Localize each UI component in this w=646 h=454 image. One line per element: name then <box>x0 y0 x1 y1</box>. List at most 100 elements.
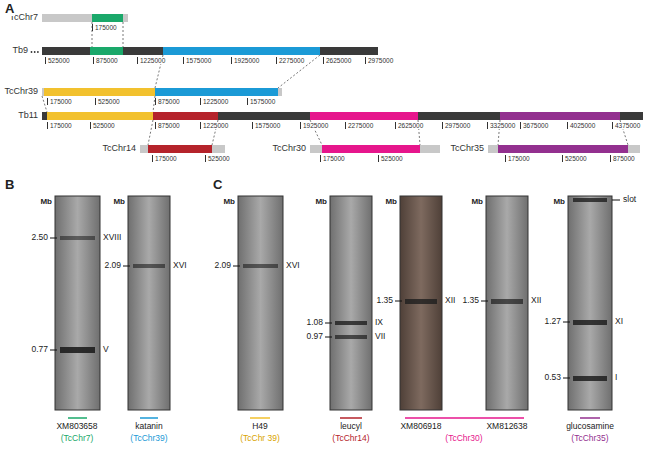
probe-name: XM812638 <box>485 422 528 431</box>
coordinate-tick: 875000 <box>155 98 181 105</box>
size-marker: 2.50 <box>30 233 49 242</box>
unit-label: Mb <box>552 198 566 207</box>
band-chromosome: XI <box>614 317 624 326</box>
chromosome-bar: TcChr14 <box>140 145 225 153</box>
synteny-block <box>498 145 628 153</box>
synteny-block <box>90 47 123 55</box>
chromosome-name: Tb11 <box>18 110 38 121</box>
synteny-block <box>155 88 278 96</box>
coordinate-tick: 2275000 <box>345 122 374 129</box>
band-chromosome: XII <box>530 296 542 305</box>
coordinate-tick: 175000 <box>505 155 531 162</box>
probe-name: katanin <box>134 422 163 431</box>
synteny-block <box>163 47 320 55</box>
probe-name: glucosamine <box>565 422 615 431</box>
coordinate-tick: 2625000 <box>323 57 352 64</box>
coordinate-tick: 2275000 <box>276 57 305 64</box>
coordinate-tick: 175000 <box>47 122 73 129</box>
size-marker: 1.35 <box>461 296 480 305</box>
band-chromosome: V <box>102 345 110 354</box>
chromosome-name: TcChr14 <box>102 143 136 154</box>
probe-name: leucyl <box>339 422 363 431</box>
coordinate-tick: 525000 <box>205 155 231 162</box>
band-chromosome: VII <box>374 332 386 341</box>
panel-letter: A <box>4 2 15 16</box>
chromosome-name: TcChr35 <box>450 143 484 154</box>
unit-label: Mb <box>470 198 484 207</box>
probe-name: slot <box>622 195 637 204</box>
synteny-block <box>153 112 218 120</box>
size-marker: 2.09 <box>213 261 232 270</box>
synteny-block <box>322 145 420 153</box>
unit-label: Mb <box>39 198 53 207</box>
synteny-block <box>148 145 212 153</box>
coordinate-tick: 4375000 <box>612 122 641 129</box>
probe-name: (TcChr7) <box>60 434 95 443</box>
synteny-line <box>148 120 153 145</box>
coordinate-tick: 875000 <box>610 155 636 162</box>
coordinate-tick: 3325000 <box>487 122 516 129</box>
coordinate-tick: 2975000 <box>365 57 394 64</box>
coordinate-tick: 1575000 <box>247 98 276 105</box>
probe-name: (TcChr 39) <box>239 434 281 443</box>
coordinate-tick: 1575000 <box>252 122 281 129</box>
probe-name: H49 <box>251 422 269 431</box>
size-marker: 1.27 <box>543 317 562 326</box>
coordinate-tick: 525000 <box>90 122 116 129</box>
coordinate-tick: 525000 <box>95 98 121 105</box>
synteny-block <box>500 112 620 120</box>
band-chromosome: XVIII <box>102 233 122 242</box>
probe-name: (TcChr30) <box>444 434 483 443</box>
coordinate-tick: 2975000 <box>442 122 471 129</box>
synteny-block <box>310 112 418 120</box>
coordinate-tick: 875000 <box>93 57 119 64</box>
chromosome-name: Tb9 <box>12 45 28 56</box>
band-chromosome: XVI <box>285 261 301 270</box>
coordinate-tick: 175000 <box>92 24 118 31</box>
chromosome-name: TcChr30 <box>272 143 306 154</box>
size-marker: 0.53 <box>543 373 562 382</box>
blot-strip <box>55 196 612 410</box>
chromosome-bar: TcChr39 <box>42 88 282 96</box>
panel-letter: C <box>212 178 223 192</box>
coordinate-tick: 1225000 <box>200 98 229 105</box>
coordinate-tick: 1575000 <box>183 57 212 64</box>
coordinate-tick: 2625000 <box>395 122 424 129</box>
synteny-block <box>47 112 153 120</box>
band-chromosome: XVI <box>172 261 188 270</box>
chromosome-bar: Tb11 <box>42 112 643 120</box>
chromosome-bar: TcChr7 <box>42 14 128 22</box>
unit-label: Mb <box>384 198 398 207</box>
probe-name: XM803658 <box>55 422 98 431</box>
coordinate-tick: 525000 <box>45 57 71 64</box>
size-marker: 2.09 <box>103 261 122 270</box>
blot-band <box>60 198 607 381</box>
synteny-block <box>44 88 155 96</box>
size-marker: 1.35 <box>375 296 394 305</box>
size-marker: 0.97 <box>305 332 324 341</box>
size-marker-dash <box>50 200 620 378</box>
coordinate-tick: 175000 <box>320 155 346 162</box>
chromosome-bar: TcChr35 <box>488 145 640 153</box>
unit-label: Mb <box>112 198 126 207</box>
panel-letter: B <box>4 178 15 192</box>
band-chromosome: IX <box>374 318 384 327</box>
probe-name: (TcChr35) <box>570 434 609 443</box>
band-chromosome: XII <box>444 296 456 305</box>
coordinate-tick: 4025000 <box>567 122 596 129</box>
probe-name: (TcChr14) <box>331 434 370 443</box>
chromosome-bar: TcChr30 <box>310 145 440 153</box>
continuation-dots <box>30 47 40 55</box>
chromosome-bar: Tb9 <box>42 47 378 55</box>
unit-label: Mb <box>222 198 236 207</box>
coordinate-tick: 1925000 <box>231 57 260 64</box>
size-marker: 0.77 <box>30 345 49 354</box>
probe-name: (TcChr39) <box>129 434 168 443</box>
coordinate-tick: 875000 <box>155 122 181 129</box>
coordinate-tick: 1225000 <box>200 122 229 129</box>
band-chromosome: I <box>614 373 618 382</box>
coordinate-tick: 175000 <box>152 155 178 162</box>
probe-underline <box>68 417 600 419</box>
synteny-block <box>92 14 123 22</box>
